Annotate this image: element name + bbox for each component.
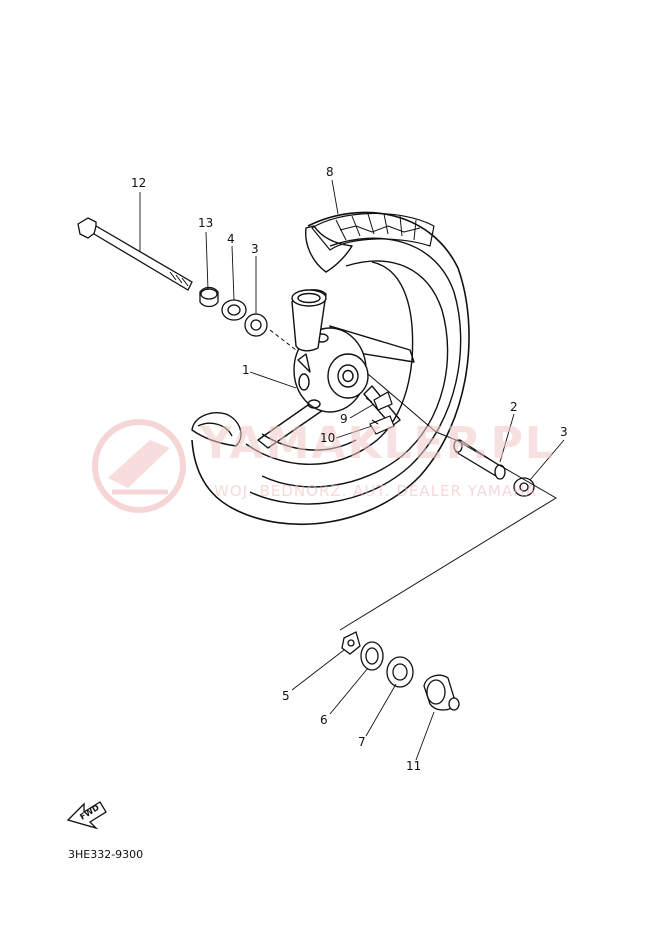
- wheel-assembly: [191, 211, 470, 525]
- callout-1: 1: [242, 363, 250, 377]
- diagram-code: 3HE332-9300: [68, 848, 144, 861]
- callout-9: 9: [340, 412, 348, 426]
- collar-13: [199, 286, 219, 308]
- seal-6: [360, 641, 384, 671]
- gear-unit-9-10: [365, 391, 395, 435]
- bearing-7: [386, 656, 414, 688]
- callout-8: 8: [326, 165, 334, 179]
- callout-3-lower: 3: [560, 425, 568, 439]
- bearing-4: [221, 299, 247, 321]
- callout-13: 13: [198, 216, 214, 230]
- assembly-line: [339, 439, 557, 631]
- watermark-tagline: WOJ. BEDNORZ. AUT. DEALER YAMAHA: [214, 482, 537, 500]
- callout-7: 7: [358, 735, 366, 749]
- callout-5: 5: [282, 689, 290, 703]
- hub-cap-11: [423, 674, 460, 711]
- axle-bolt-12: [77, 217, 193, 291]
- fwd-arrow-icon: FWD: [66, 801, 107, 830]
- oil-seal-3-upper: [244, 313, 268, 337]
- watermark-logo: [92, 419, 186, 513]
- clip-5: [341, 631, 361, 655]
- watermark-brand: YAMAKLEP.PL: [200, 418, 555, 469]
- callout-3-upper: 3: [251, 242, 259, 256]
- callout-2: 2: [510, 400, 518, 414]
- callout-6: 6: [320, 713, 328, 727]
- callout-4: 4: [227, 232, 235, 246]
- collar-2: [453, 438, 506, 480]
- leader-lines: [139, 179, 565, 761]
- callout-11: 11: [406, 759, 422, 773]
- callout-12: 12: [131, 176, 147, 190]
- callout-10: 10: [320, 431, 336, 445]
